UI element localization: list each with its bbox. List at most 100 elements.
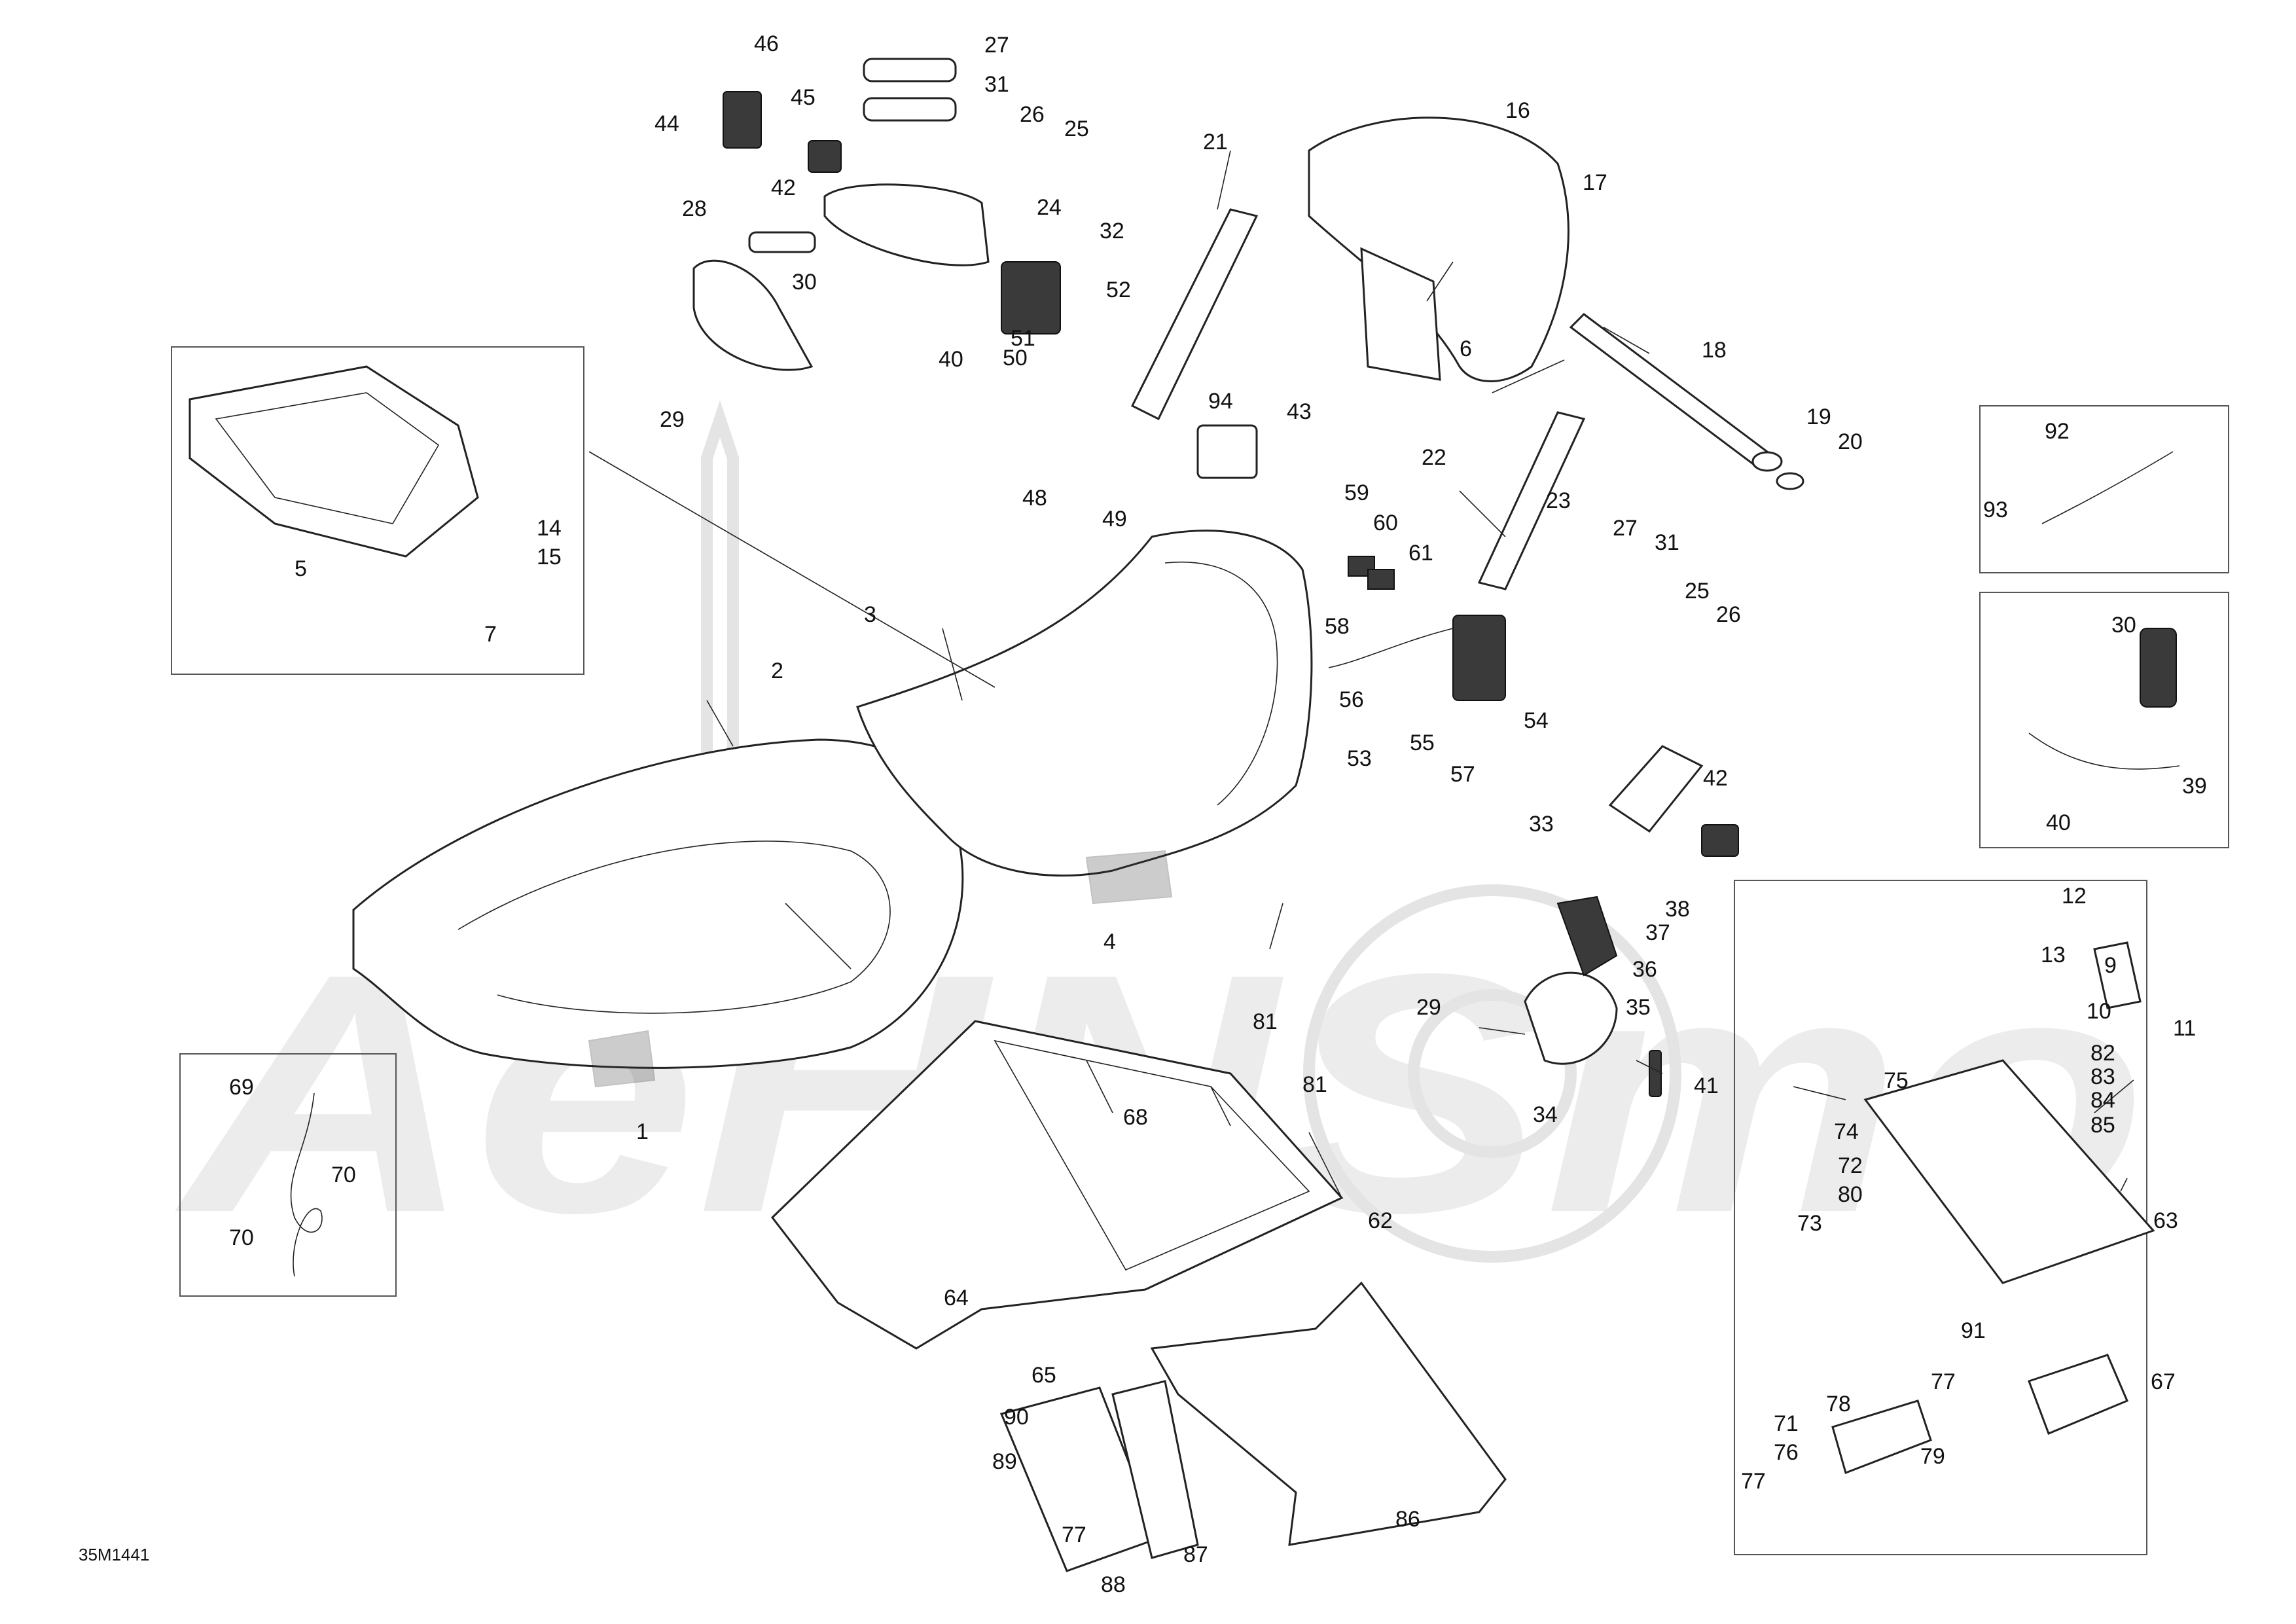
switch-44 <box>723 91 762 149</box>
callout-27: 27 <box>984 33 1009 58</box>
callout-34: 34 <box>1533 1102 1558 1127</box>
grip-handle-right <box>823 183 990 266</box>
callout-12: 12 <box>2062 884 2087 909</box>
leader-lines <box>588 150 2134 1199</box>
callout-39: 39 <box>2182 774 2207 799</box>
grip-31 <box>863 97 957 122</box>
inset-frame-rear-tray <box>171 346 584 675</box>
callout-30b: 30 <box>2111 613 2136 638</box>
callout-61: 61 <box>1408 541 1433 566</box>
callout-37: 37 <box>1645 920 1670 945</box>
callout-43: 43 <box>1287 399 1312 424</box>
callout-40b: 40 <box>2046 810 2071 835</box>
callout-30: 30 <box>792 270 817 295</box>
callout-56: 56 <box>1339 687 1364 712</box>
callout-24: 24 <box>1037 195 1062 220</box>
callout-78: 78 <box>1826 1392 1851 1416</box>
callout-68: 68 <box>1123 1105 1148 1130</box>
callout-77: 77 <box>1931 1369 1956 1394</box>
callout-32: 32 <box>1100 219 1124 244</box>
callout-94: 94 <box>1208 389 1233 414</box>
callout-59: 59 <box>1344 480 1369 505</box>
callout-53: 53 <box>1347 746 1372 771</box>
callout-72: 72 <box>1838 1153 1863 1178</box>
callout-17: 17 <box>1583 170 1607 195</box>
callout-31: 31 <box>984 72 1009 97</box>
callout-29: 29 <box>660 407 685 432</box>
callout-labels: 1 2 3 4 5 6 7 9 10 11 12 13 14 15 16 17 … <box>229 31 2207 1597</box>
module-53 <box>1452 615 1506 701</box>
callout-48: 48 <box>1022 486 1047 511</box>
callout-49: 49 <box>1102 507 1127 532</box>
callout-81: 81 <box>1253 1009 1278 1034</box>
connector-60 <box>1367 569 1395 590</box>
callout-62: 62 <box>1368 1208 1393 1233</box>
callout-46: 46 <box>754 31 779 56</box>
ground-wire-69 <box>290 1092 323 1277</box>
backrest-cushion <box>1308 117 1570 382</box>
callout-5: 5 <box>295 556 307 581</box>
callout-31b: 31 <box>1655 530 1679 555</box>
callout-86: 86 <box>1395 1507 1420 1532</box>
callout-35: 35 <box>1626 995 1651 1020</box>
callout-54: 54 <box>1524 708 1549 733</box>
callout-42b: 42 <box>1703 766 1728 791</box>
callout-82: 82 <box>2090 1041 2115 1066</box>
callout-14: 14 <box>537 516 562 541</box>
callout-87: 87 <box>1183 1542 1208 1567</box>
rivet-41 <box>1649 1050 1662 1097</box>
washer-19 <box>1751 451 1783 472</box>
harness-39 <box>2028 732 2180 770</box>
callout-26: 26 <box>1020 102 1045 127</box>
callout-42: 42 <box>771 175 796 200</box>
callout-19: 19 <box>1806 405 1831 429</box>
callout-92: 92 <box>2045 419 2070 444</box>
switch-42-lower <box>1701 824 1739 857</box>
callout-1: 1 <box>636 1119 649 1144</box>
rear-tray <box>188 365 479 558</box>
callout-2: 2 <box>771 659 783 683</box>
callout-50: 50 <box>1003 346 1028 370</box>
passenger-seat <box>856 530 1313 877</box>
callout-83: 83 <box>2090 1064 2115 1089</box>
callout-77b: 77 <box>1741 1469 1766 1494</box>
callout-79: 79 <box>1920 1444 1945 1469</box>
callout-26b: 26 <box>1716 602 1741 627</box>
backrest-plate <box>1360 247 1441 381</box>
inset-frame-rack-support <box>1734 880 2147 1555</box>
callout-75: 75 <box>1884 1068 1909 1093</box>
drawing-code: 35M1441 <box>79 1545 149 1564</box>
callout-71: 71 <box>1774 1411 1799 1436</box>
callout-9: 9 <box>2104 953 2117 978</box>
callout-91: 91 <box>1961 1318 1986 1343</box>
grip-33 <box>1608 745 1704 833</box>
callout-64: 64 <box>944 1286 969 1310</box>
callout-73: 73 <box>1797 1211 1822 1236</box>
inset-frame-ground-wire <box>179 1053 397 1297</box>
callout-36: 36 <box>1632 957 1657 982</box>
callout-52: 52 <box>1106 278 1131 302</box>
switch-housing-32 <box>1001 261 1061 334</box>
battery-cover <box>1111 1380 1199 1559</box>
grip-30 <box>748 231 816 253</box>
callout-90: 90 <box>1004 1405 1029 1430</box>
callout-33: 33 <box>1529 812 1554 837</box>
callout-76: 76 <box>1774 1440 1799 1465</box>
callout-93: 93 <box>1983 497 2008 522</box>
backrest-bracket-left <box>1130 208 1259 421</box>
callout-21: 21 <box>1203 130 1228 154</box>
rail-67 <box>2028 1354 2128 1435</box>
callout-23: 23 <box>1546 488 1571 513</box>
backrest-tube <box>1569 313 1769 466</box>
harness-58 <box>1328 628 1454 668</box>
driver-seat <box>352 738 964 1069</box>
callout-13: 13 <box>2041 943 2066 967</box>
grip-handle-left <box>692 259 814 371</box>
callout-69: 69 <box>229 1075 254 1100</box>
callout-51: 51 <box>1011 326 1035 351</box>
callout-15: 15 <box>537 545 562 569</box>
inset-frame-harness <box>1979 405 2229 573</box>
callout-20: 20 <box>1838 429 1863 454</box>
callout-27b: 27 <box>1613 516 1638 541</box>
seat-patch-1 <box>588 1030 656 1088</box>
